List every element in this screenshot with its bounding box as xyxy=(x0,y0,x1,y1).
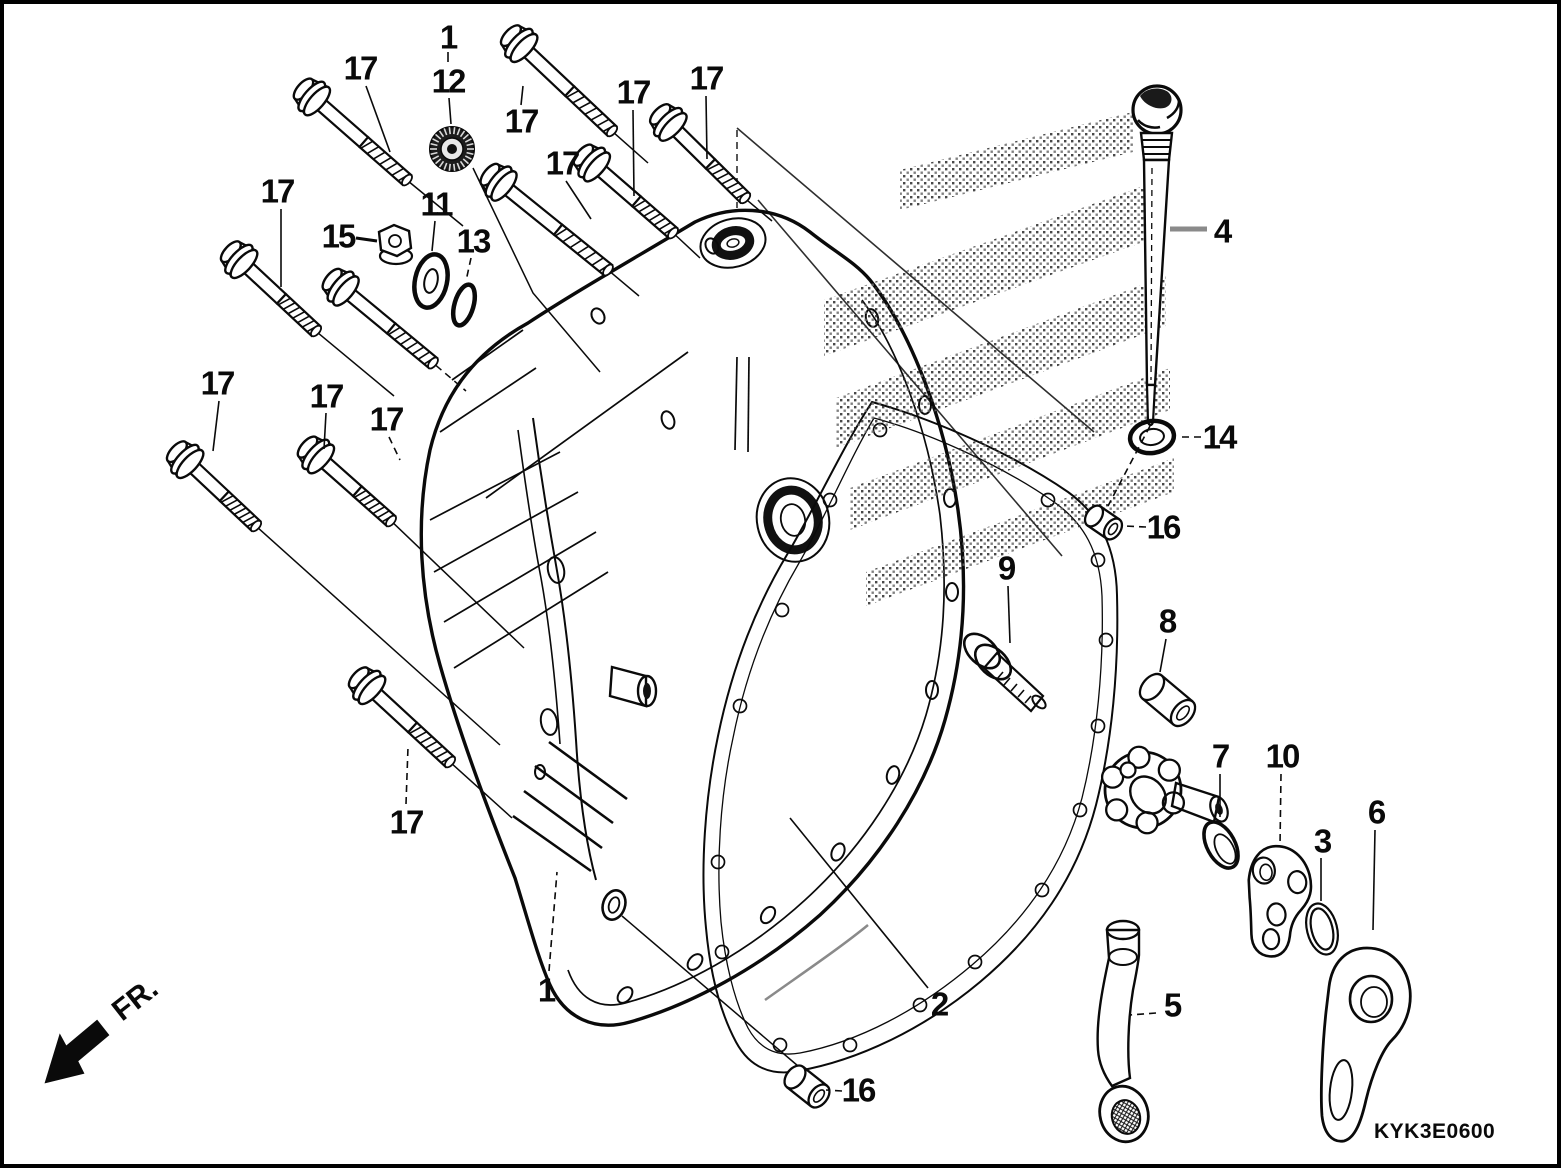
leader-line xyxy=(1279,773,1282,847)
part-callout-4: 4 xyxy=(1214,213,1233,250)
part-callout-17: 17 xyxy=(201,365,234,402)
leader-line xyxy=(1372,829,1376,931)
dowel-bushing-top-drawing xyxy=(1083,504,1124,541)
lever-arm-drawing xyxy=(1096,919,1150,1144)
part-callout-17: 17 xyxy=(261,173,294,210)
wing-watermark xyxy=(736,112,1174,606)
front-label: FR. xyxy=(106,972,164,1028)
flange-bolt-drawing xyxy=(219,240,395,397)
flange-bolt-drawing xyxy=(296,435,525,649)
dowel-boss xyxy=(608,665,658,708)
part-callout-6: 6 xyxy=(1368,794,1386,831)
part-callout-3: 3 xyxy=(1314,823,1332,860)
part-callout-12: 12 xyxy=(432,63,466,100)
lifter-cam-plate-drawing xyxy=(1100,745,1229,835)
part-callout-17: 17 xyxy=(546,145,579,182)
part-callout-9: 9 xyxy=(998,550,1016,587)
leader-line xyxy=(632,109,635,197)
leader-line xyxy=(825,1089,843,1092)
part-callout-17: 17 xyxy=(390,804,423,841)
o-ring-drawing xyxy=(1305,902,1339,956)
leader-line xyxy=(365,85,391,153)
flange-bolt-drawing xyxy=(347,666,513,819)
leader-lines xyxy=(212,52,1376,1092)
part-callout-5: 5 xyxy=(1164,987,1182,1024)
side-plate-drawing xyxy=(1319,946,1412,1143)
part-callout-2: 2 xyxy=(931,986,949,1023)
bracket-plate-drawing xyxy=(1247,844,1313,958)
part-callout-16: 16 xyxy=(842,1072,876,1109)
leader-line xyxy=(388,436,401,461)
front-direction-arrow: FR. xyxy=(44,972,164,1084)
part-callout-17: 17 xyxy=(690,60,723,97)
part-callout-17: 17 xyxy=(505,103,538,140)
leader-line xyxy=(212,400,220,452)
leader-line xyxy=(789,817,929,989)
flange-bolt-drawing xyxy=(479,162,640,297)
part-callout-7: 7 xyxy=(1212,738,1229,775)
oil-dipstick-drawing xyxy=(1131,84,1183,427)
part-callout-10: 10 xyxy=(1266,738,1299,775)
leader-line xyxy=(1007,585,1011,644)
leader-line xyxy=(465,257,472,282)
flange-bolt-drawing xyxy=(165,440,501,746)
leader-line xyxy=(565,180,592,220)
leader-line xyxy=(431,220,436,252)
part-callout-17: 17 xyxy=(344,50,377,87)
dipstick-o-ring-drawing xyxy=(1127,418,1177,456)
flange-bolt-drawing xyxy=(321,267,467,392)
oil-filler-hole xyxy=(699,217,767,269)
part-callout-11: 11 xyxy=(421,186,454,223)
dowel-bushing-bottom-drawing xyxy=(783,1064,831,1109)
diagram-code: KYK3E0600 xyxy=(1374,1120,1495,1143)
leader-line xyxy=(1129,1012,1157,1016)
relation-lines xyxy=(472,167,1151,1067)
leader-line xyxy=(548,871,558,972)
leader-line xyxy=(323,412,327,450)
leader-line xyxy=(405,746,409,805)
lifter-cam-piece-drawing xyxy=(1138,672,1197,728)
leader-line xyxy=(355,236,378,243)
part-callout-13: 13 xyxy=(457,223,491,260)
part-callout-14: 14 xyxy=(1203,419,1238,456)
leader-line xyxy=(1159,638,1167,673)
part-callout-17: 17 xyxy=(370,401,403,438)
crankcase-cover-drawing xyxy=(419,208,966,1027)
flange-bolt-drawing xyxy=(499,24,649,164)
flange-bolt-drawing xyxy=(648,102,773,222)
leader-line xyxy=(520,85,524,106)
part-callout-8: 8 xyxy=(1159,603,1177,640)
part-callout-1: 1 xyxy=(440,19,458,56)
flange-bolt-drawing xyxy=(572,143,701,259)
clutch-lifter-hole xyxy=(755,477,831,563)
part-callout-17: 17 xyxy=(617,74,650,111)
check-bolt-drawing xyxy=(962,632,1047,713)
washer-drawing xyxy=(412,252,450,310)
leader-line xyxy=(1123,525,1147,528)
flange-bolt-drawing xyxy=(292,77,464,227)
oil-seal-drawing xyxy=(1202,820,1240,870)
part-callout-17: 17 xyxy=(310,378,343,415)
part-callout-16: 16 xyxy=(1147,509,1181,546)
drain-nut-drawing xyxy=(377,223,414,266)
leader-line xyxy=(448,97,452,125)
leader-line xyxy=(705,95,708,160)
part-callout-1: 1 xyxy=(538,972,556,1009)
oil-filler-cap-drawing xyxy=(429,126,475,172)
small-o-ring-drawing xyxy=(450,282,478,328)
part-callout-15: 15 xyxy=(322,218,356,255)
